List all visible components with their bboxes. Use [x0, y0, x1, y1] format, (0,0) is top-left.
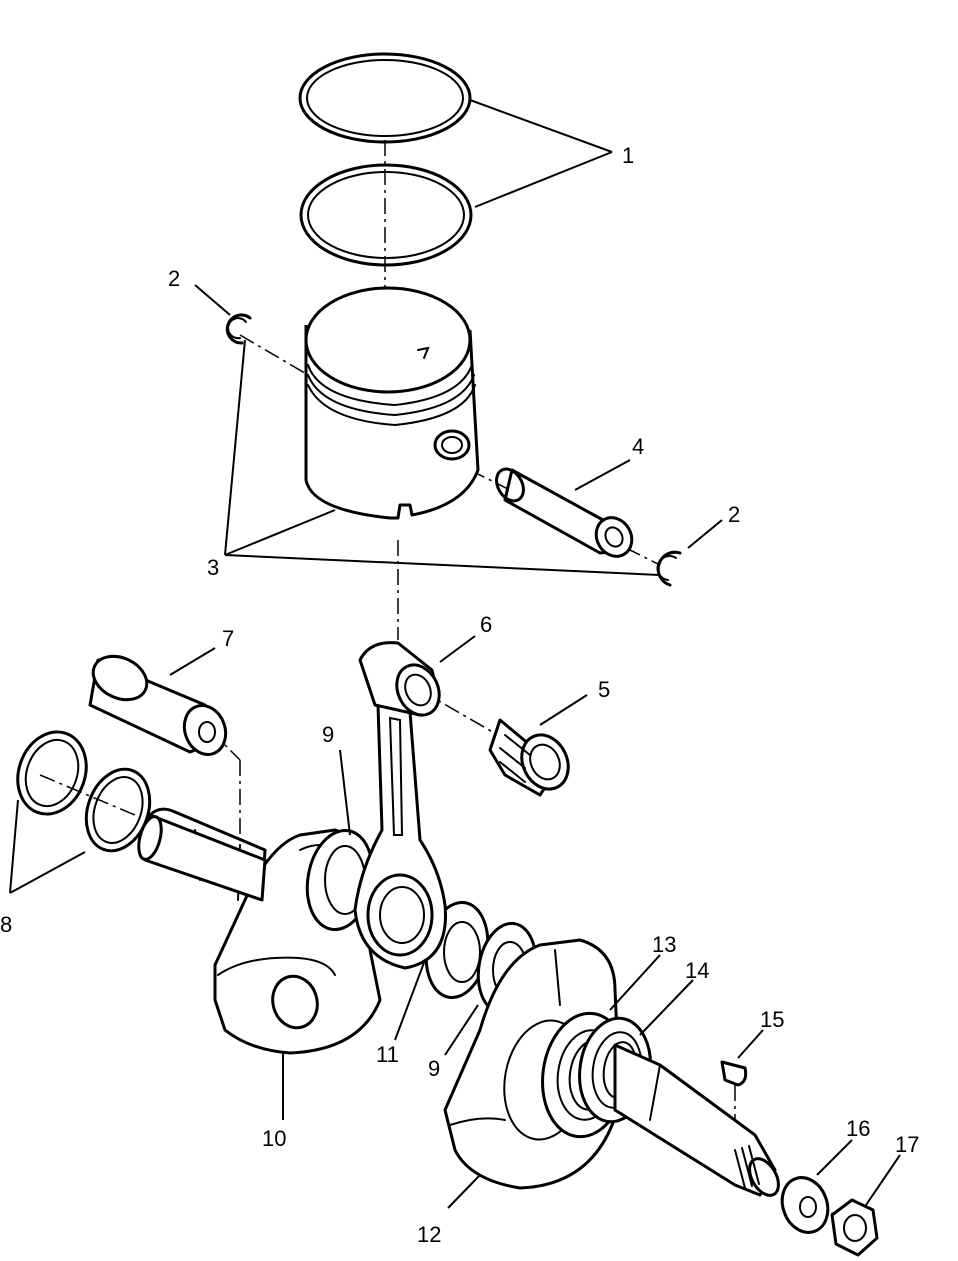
piston-ring-lower: [299, 163, 473, 267]
callout-3-piston: 3: [207, 555, 219, 580]
callout-9-washer-right: 9: [428, 1056, 440, 1081]
callout-15-woodruff-key: 15: [760, 1007, 784, 1032]
small-end-needle-bearing: [488, 718, 570, 797]
callout-9-washer-left: 9: [322, 722, 334, 747]
taper-shaft-right: [613, 1043, 780, 1197]
leader-lines: [9, 99, 901, 1209]
callout-11-big-end-bearing: 11: [376, 1042, 399, 1067]
taper-shaft-left: [137, 813, 267, 902]
callout-labels: 1 2 2 3 4 5 6 7 8 9 9 10 11 12 13 14 15 …: [0, 143, 919, 1247]
callout-14-seal: 14: [685, 958, 709, 983]
piston: [304, 286, 480, 520]
hex-nut: [830, 1198, 879, 1257]
callout-10-crank-half-left: 10: [262, 1126, 286, 1151]
callout-4-piston-pin: 4: [632, 434, 644, 459]
callout-2-circlip-right: 2: [728, 502, 740, 527]
flat-washer: [780, 1176, 830, 1234]
callout-12-crank-half-right: 12: [417, 1222, 441, 1247]
callout-7-crank-pin: 7: [222, 626, 234, 651]
callout-6-connecting-rod: 6: [480, 612, 492, 637]
callout-5-small-end-bearing: 5: [598, 677, 610, 702]
callout-1-piston-rings: 1: [622, 143, 634, 168]
thrust-washers: [16, 730, 152, 853]
callout-16-washer: 16: [846, 1116, 870, 1141]
piston-pin: [495, 467, 634, 558]
callout-8-thrust-washers: 8: [0, 912, 12, 937]
callout-13-main-bearing: 13: [652, 932, 676, 957]
connecting-rod: [353, 641, 447, 970]
callout-2-circlip-left: 2: [168, 266, 180, 291]
piston-ring-upper: [298, 52, 472, 144]
circlip-right: [656, 550, 682, 587]
circlip-left: [225, 313, 252, 345]
crank-pin: [88, 654, 228, 756]
woodruff-key: [720, 1060, 748, 1087]
callout-17-nut: 17: [895, 1132, 919, 1157]
